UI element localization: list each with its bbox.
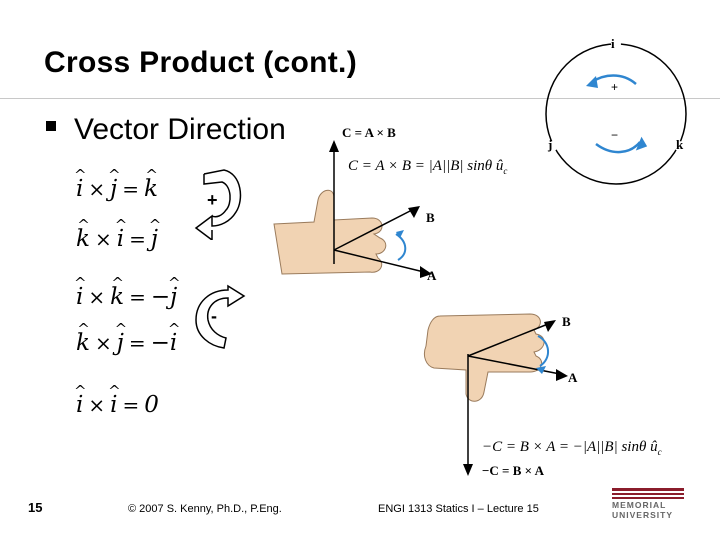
top-figure-formula: C = A × B = |A||B| sinθ ûc — [348, 158, 508, 176]
positive-sign: + — [207, 190, 218, 210]
equation-k-cross-j: k×j=−i — [76, 330, 177, 356]
circle-minus-sign: − — [611, 128, 619, 142]
negative-sign: - — [211, 306, 217, 326]
positive-rotation-arrow-icon — [194, 169, 242, 240]
bottom-figure-label: −C = B × A — [482, 463, 544, 478]
ijk-cycle-diagram — [545, 39, 687, 185]
logo-stripes-icon — [612, 488, 684, 499]
circle-plus-sign: + — [611, 80, 619, 94]
equation-i-cross-k: i×k=−j — [76, 284, 177, 310]
bullet-text: Vector Direction — [74, 113, 286, 146]
thumbs-up-hand-figure — [273, 140, 432, 278]
equation-i-cross-j: i×j=k — [76, 176, 158, 202]
negative-rotation-arrow-icon — [195, 284, 246, 349]
course-text: ENGI 1313 Statics I – Lecture 15 — [378, 503, 539, 515]
slide-title: Cross Product (cont.) — [44, 46, 357, 79]
top-figure-label: C = A × B — [342, 125, 396, 140]
circle-label-k: k — [676, 137, 684, 152]
bottom-figure-formula: −C = B × A = −|A||B| sinθ ûc — [482, 439, 662, 457]
thumbs-down-hand-figure — [423, 313, 568, 476]
bottom-label-A: A — [568, 370, 578, 385]
logo-line-2: UNIVERSITY — [612, 510, 674, 520]
copyright-text: © 2007 S. Kenny, Ph.D., P.Eng. — [128, 503, 282, 515]
equation-k-cross-i: k×i=j — [76, 226, 158, 252]
memorial-university-logo: MEMORIAL UNIVERSITY — [612, 488, 684, 522]
logo-line-1: MEMORIAL — [612, 500, 667, 510]
equation-i-cross-i: i×i=0 — [76, 392, 159, 418]
bottom-label-B: B — [562, 314, 571, 329]
circle-label-j: j — [548, 137, 553, 152]
title-divider — [0, 98, 720, 99]
slide-number: 15 — [28, 500, 43, 515]
bullet-square-icon — [46, 121, 56, 131]
top-label-B: B — [426, 210, 435, 225]
top-label-A: A — [427, 268, 437, 283]
circle-label-i: i — [611, 36, 615, 51]
